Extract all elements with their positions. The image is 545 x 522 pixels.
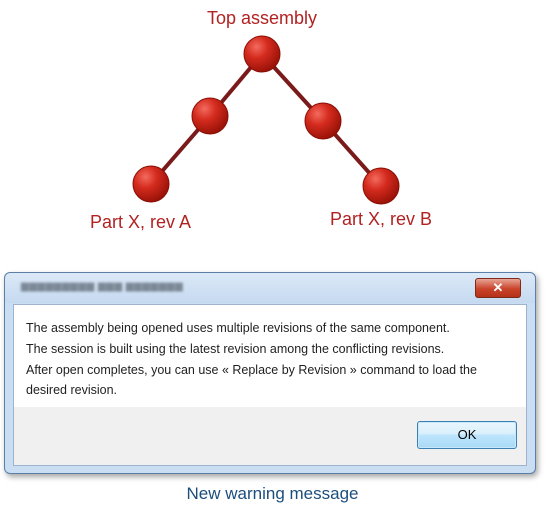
- message-line-2: The session is built using the latest re…: [26, 342, 445, 356]
- node-top-assembly: [243, 35, 281, 73]
- assembly-tree-diagram: Top assembly Part X, rev A Part X, rev B: [0, 0, 545, 250]
- dialog-titlebar[interactable]: ▆▆▆▆▆▆▆▆▆ ▆▆▆ ▆▆▆▆▆▆▆ ✕: [5, 273, 535, 303]
- node-part-rev-a: [132, 165, 170, 203]
- node-right-sub: [304, 102, 342, 140]
- message-line-1: The assembly being opened uses multiple …: [26, 321, 450, 335]
- message-area: The assembly being opened uses multiple …: [13, 304, 527, 409]
- tree-graphic: [132, 35, 400, 205]
- message-line-4: desired revision.: [26, 383, 118, 397]
- tree-edges: [149, 52, 383, 188]
- caption: New warning message: [186, 484, 359, 503]
- top-assembly-label: Top assembly: [207, 8, 318, 28]
- ok-button[interactable]: OK: [417, 421, 517, 449]
- dialog-title-blurred: ▆▆▆▆▆▆▆▆▆ ▆▆▆ ▆▆▆▆▆▆▆: [21, 281, 184, 292]
- node-left-sub: [191, 97, 229, 135]
- warning-dialog: ▆▆▆▆▆▆▆▆▆ ▆▆▆ ▆▆▆▆▆▆▆ ✕ The assembly bei…: [4, 272, 536, 474]
- node-part-rev-b: [362, 167, 400, 205]
- part-rev-a-label: Part X, rev A: [90, 212, 192, 232]
- close-button[interactable]: ✕: [475, 278, 521, 298]
- dialog-button-bar: OK: [13, 407, 527, 466]
- message-line-3: After open completes, you can use « Repl…: [26, 363, 477, 377]
- part-rev-b-label: Part X, rev B: [330, 209, 433, 229]
